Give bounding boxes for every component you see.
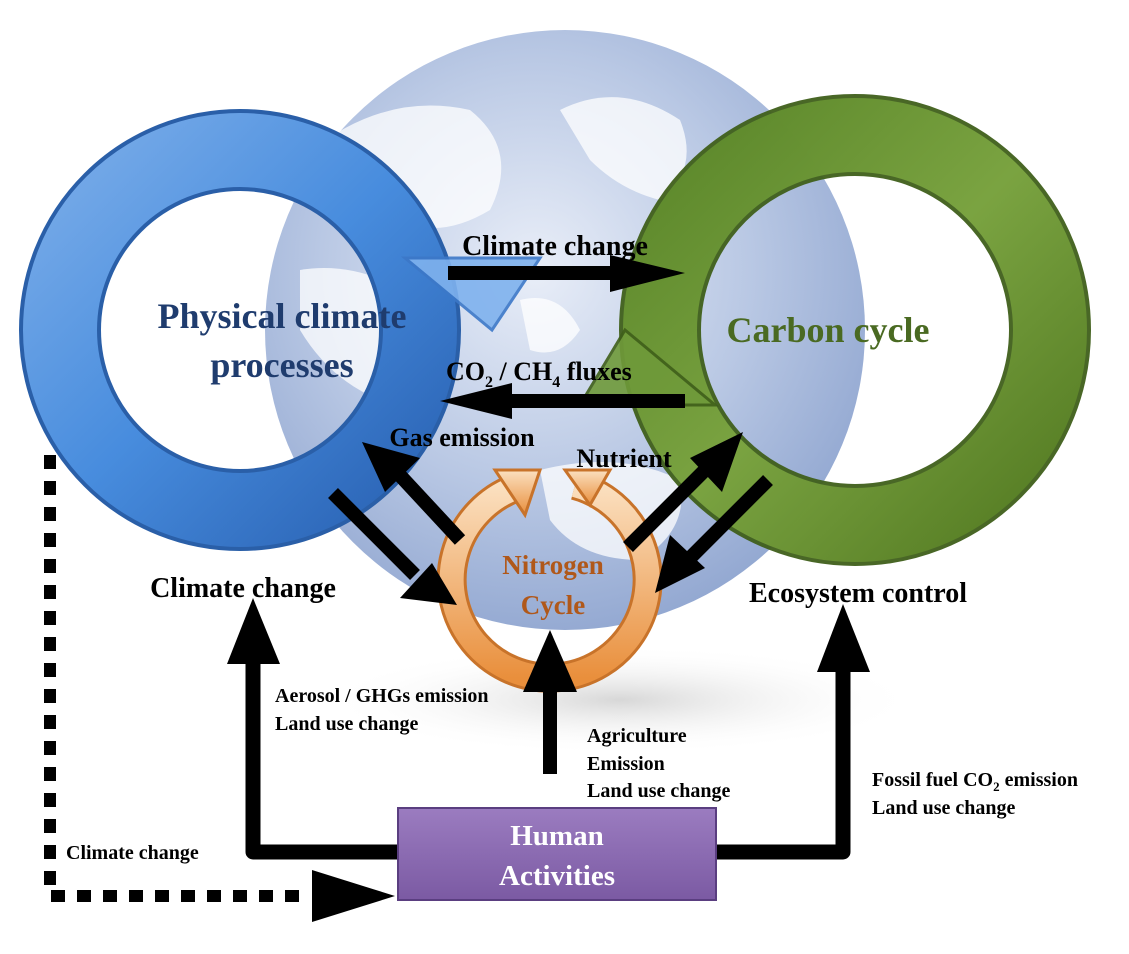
nitrogen-diagonal-arrows xyxy=(328,432,773,605)
carbon-cycle-label: Carbon cycle xyxy=(727,310,930,350)
land-use-left-label: Land use change xyxy=(275,713,418,735)
nitrogen-label-line1: Nitrogen xyxy=(502,550,604,580)
human-to-climate-arrow xyxy=(227,598,398,860)
ecosystem-control-label: Ecosystem control xyxy=(749,578,967,609)
nutrient-label: Nutrient xyxy=(576,444,672,473)
human-to-ecosystem-arrow xyxy=(716,604,870,860)
climate-change-arrow xyxy=(448,255,685,292)
human-to-nitrogen-arrow xyxy=(523,630,577,774)
physical-climate-label-line2: processes xyxy=(210,345,353,385)
gas-emission-label: Gas emission xyxy=(389,423,535,452)
nitrogen-label-line2: Cycle xyxy=(521,590,585,620)
physical-climate-label-line1: Physical climate xyxy=(158,296,407,336)
climate-change-left-label: Climate change xyxy=(150,573,336,604)
climate-change-top-label: Climate change xyxy=(462,231,648,262)
agriculture-label: Agriculture xyxy=(587,725,687,747)
climate-change-dotted-arrow xyxy=(44,455,395,922)
globe-shadow xyxy=(320,645,920,755)
carbon-cycle-ring xyxy=(577,94,1091,566)
emission-label: Emission xyxy=(587,753,665,775)
co2-ch4-fluxes-label: CO2 / CH4 fluxes xyxy=(446,357,632,391)
land-use-right-label: Land use change xyxy=(872,797,1015,819)
human-activities-label-line2: Activities xyxy=(499,860,615,892)
human-activities-box: Human Activities xyxy=(397,807,717,901)
aerosol-label: Aerosol / GHGs emission xyxy=(275,685,489,707)
fossil-fuel-label: Fossil fuel CO2 emission xyxy=(872,769,1078,794)
co2-ch4-fluxes-arrow xyxy=(440,383,685,419)
human-activities-label-line1: Human xyxy=(510,820,603,852)
land-use-center-label: Land use change xyxy=(587,780,730,802)
climate-change-bottom-label: Climate change xyxy=(66,842,199,864)
